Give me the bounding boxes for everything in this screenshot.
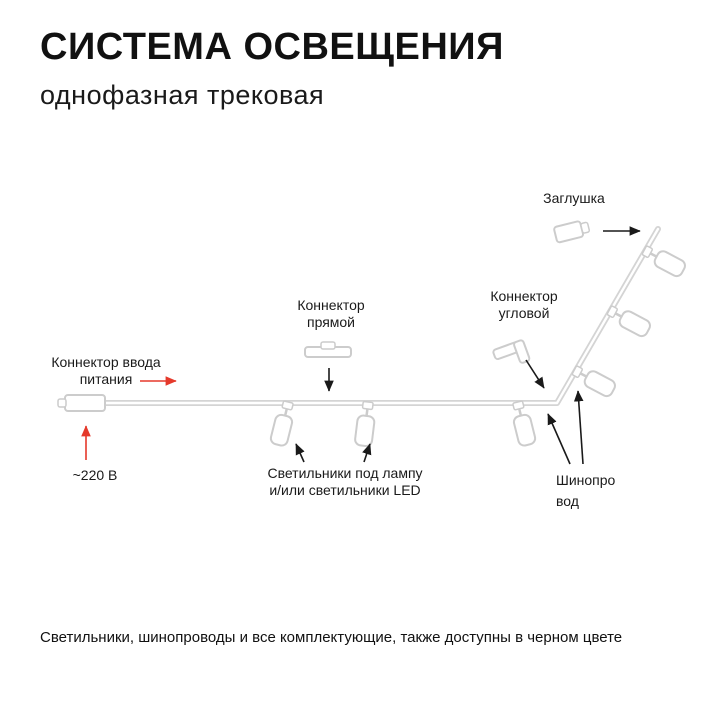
arrow-fixture-right [362,443,372,463]
track-rail [95,226,661,406]
label-straight-connector: Коннектор прямой [297,297,365,330]
annotation-arrows [81,226,641,465]
end-cap-piece [553,220,591,244]
corner-connector-piece [492,339,531,364]
page-subtitle: однофазная трековая [40,80,325,110]
arrow-track-left [547,413,571,465]
power-input-connector [57,394,106,412]
label-end-cap: Заглушка [543,190,605,206]
arrow-track-right [573,390,584,465]
straight-connector-piece [304,341,352,358]
spotlight-2 [354,400,376,448]
label-track: Шинопро вод [556,472,616,509]
label-fixtures: Светильники под лампу и/или светильники … [267,465,423,498]
spotlight-6 [641,245,686,278]
spotlight-4 [571,365,616,398]
label-voltage: ~220 В [72,467,118,483]
footer-note: Светильники, шинопроводы и все комплекту… [40,629,623,646]
spotlight-5 [606,305,651,338]
label-power-input: Коннектор ввода питания [51,354,161,387]
label-corner-connector: Коннектор угловой [490,288,558,321]
arrow-corner-connector [525,359,545,389]
arrow-fixture-left [295,443,305,463]
page-title: СИСТЕМА ОСВЕЩЕНИЯ [40,26,504,68]
spotlight-3 [512,400,537,447]
spotlight-1 [269,400,294,447]
